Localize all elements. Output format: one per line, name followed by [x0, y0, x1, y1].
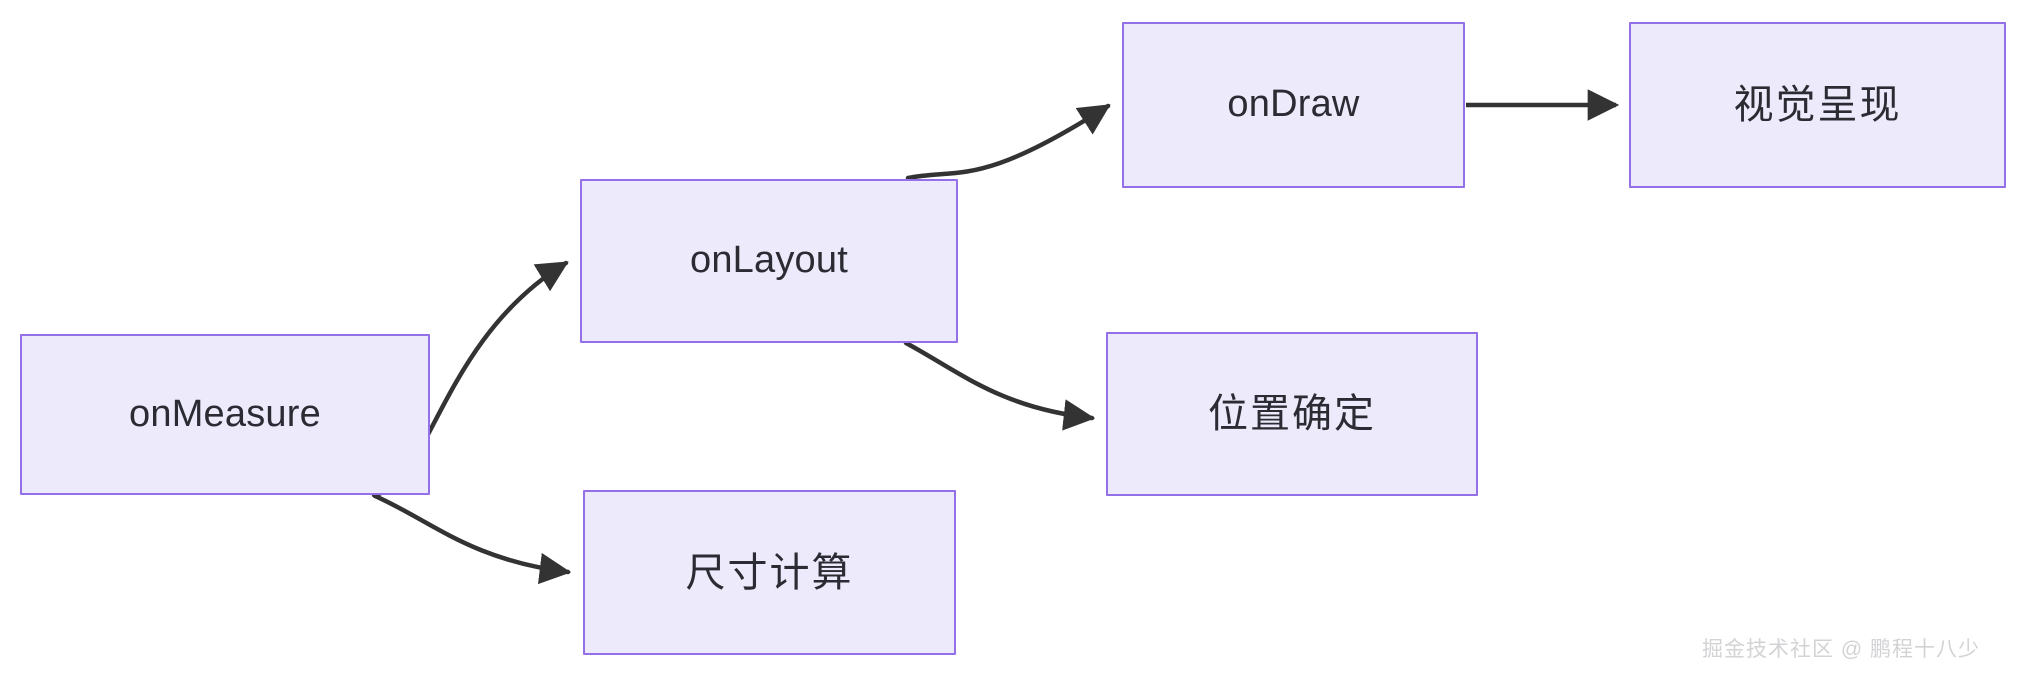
node-ondraw-label: onDraw — [1227, 83, 1360, 126]
edge-onmeasure-to-size — [372, 493, 572, 585]
node-onlayout[interactable]: onLayout — [580, 179, 958, 343]
edge-onlayout-to-position — [903, 340, 1096, 431]
node-size-calculation[interactable]: 尺寸计算 — [583, 490, 956, 655]
node-size-calculation-label: 尺寸计算 — [685, 550, 854, 595]
node-position-determined[interactable]: 位置确定 — [1106, 332, 1478, 496]
node-position-determined-label: 位置确定 — [1208, 392, 1376, 436]
node-onmeasure[interactable]: onMeasure — [20, 334, 430, 495]
node-onmeasure-label: onMeasure — [129, 392, 321, 435]
node-ondraw[interactable]: onDraw — [1122, 22, 1465, 188]
node-visual-presentation[interactable]: 视觉呈现 — [1629, 22, 2006, 188]
edge-onlayout-to-ondraw — [905, 103, 1111, 181]
node-onlayout-label: onLayout — [690, 239, 848, 282]
watermark: 掘金技术社区 @ 鹏程十八少 — [1702, 638, 1980, 661]
node-visual-presentation-label: 视觉呈现 — [1733, 83, 1902, 127]
